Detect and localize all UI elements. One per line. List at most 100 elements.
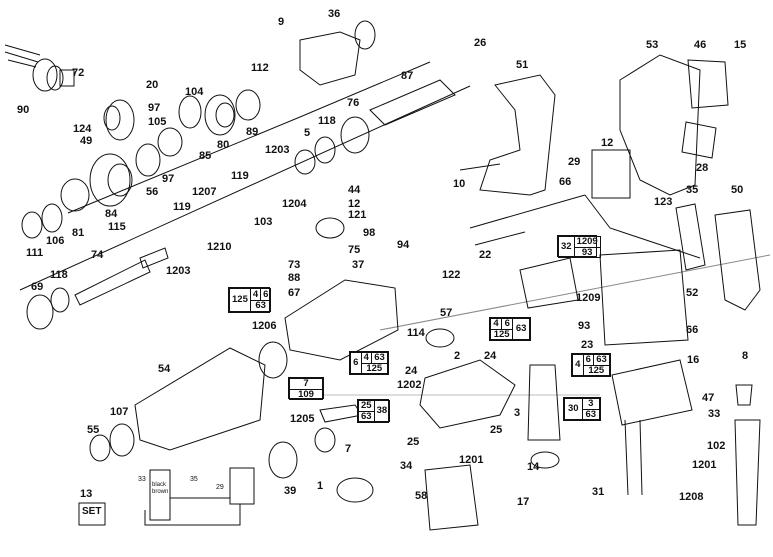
wiring-label-33: 33 <box>138 476 146 483</box>
part-56 <box>135 143 161 177</box>
callout-label: 112 <box>251 62 269 74</box>
callout-label: 2 <box>454 350 461 362</box>
part-47 <box>611 359 693 426</box>
wiring-label-29: 29 <box>216 484 224 491</box>
wiring-label-black-brown: black brown <box>152 482 169 495</box>
callout-label: 55 <box>87 424 100 436</box>
callout-label: 87 <box>401 70 414 82</box>
callout-label: 58 <box>415 490 428 502</box>
callout-label: 1202 <box>397 379 422 391</box>
callout-label: 123 <box>654 196 673 208</box>
part-55 <box>89 434 111 462</box>
callout-label: 36 <box>328 8 341 20</box>
callout-label: 124 <box>73 123 92 135</box>
callout-label: 72 <box>72 67 85 79</box>
callout-label: 47 <box>702 392 715 404</box>
callout-label: 119 <box>231 170 249 182</box>
part-51 <box>479 74 556 196</box>
callout-label: 7 <box>345 443 352 455</box>
callout-label: 51 <box>516 59 529 71</box>
part-54 <box>134 347 266 451</box>
callout-label: 33 <box>708 408 721 420</box>
part-104 <box>178 95 202 129</box>
callout-label: 119 <box>173 201 191 213</box>
part-1209 <box>519 257 579 309</box>
wiring-schematic <box>144 467 255 526</box>
callout-label: 57 <box>440 307 453 319</box>
part-101 <box>319 404 363 423</box>
callout-label: 10 <box>453 178 466 190</box>
callout-label: 28 <box>696 162 709 174</box>
callout-label: 17 <box>517 496 530 508</box>
part-3 <box>527 364 561 469</box>
part-50 <box>714 209 761 311</box>
callout-label: 66 <box>686 324 699 336</box>
callout-label: 1208 <box>679 491 704 503</box>
part-87 <box>369 79 456 126</box>
callout-label: 67 <box>288 287 301 299</box>
front-chisel-assembly <box>4 44 75 92</box>
screw-22 <box>474 231 526 246</box>
part-36 <box>299 20 376 86</box>
callout-label: 88 <box>288 272 301 284</box>
callout-label: 80 <box>217 139 230 151</box>
callout-label: 94 <box>397 239 410 251</box>
part-118-upper <box>314 136 336 164</box>
part-69 <box>26 294 54 330</box>
callout-label: 13 <box>80 488 93 500</box>
callout-label: 12 <box>348 198 361 210</box>
callout-label: 104 <box>185 86 204 98</box>
callout-label: 52 <box>686 287 699 299</box>
set-icon <box>78 502 106 526</box>
part-102 <box>314 427 336 453</box>
part-111 <box>21 211 43 239</box>
callout-label: 66 <box>559 176 572 188</box>
callout-label: 1206 <box>252 320 277 332</box>
callout-label: 114 <box>407 327 425 339</box>
part-58 <box>268 441 298 479</box>
callout-label: 22 <box>479 249 492 261</box>
part-39 <box>336 477 374 503</box>
section-line-upper <box>67 61 586 229</box>
part-31 <box>424 464 479 531</box>
callout-label: 15 <box>734 39 747 51</box>
part-57 <box>425 328 455 348</box>
part-53 <box>619 54 701 196</box>
callout-label: 25 <box>407 436 420 448</box>
section-line-middle <box>19 85 471 291</box>
callout-label: 1205 <box>290 413 315 425</box>
section-line-right <box>584 194 701 259</box>
callout-label: 115 <box>108 221 126 233</box>
part-84 <box>89 153 133 207</box>
part-29 <box>591 149 631 199</box>
wiring-label-35: 35 <box>190 476 198 483</box>
callout-label: 23 <box>581 339 594 351</box>
callout-label: 111 <box>26 247 44 259</box>
callout-label: 1201 <box>459 454 484 466</box>
callout-label: 56 <box>146 186 159 198</box>
callout-label: 50 <box>731 184 744 196</box>
callout-label: 49 <box>80 135 93 147</box>
part-35 <box>675 203 706 271</box>
screw-17 <box>624 419 643 496</box>
callout-label: 1203 <box>166 265 191 277</box>
callout-label: 81 <box>72 227 85 239</box>
callout-label: 102 <box>707 440 726 452</box>
callout-label: 118 <box>318 115 336 127</box>
callout-label: 84 <box>105 208 118 220</box>
set-label: SET <box>82 506 102 517</box>
callout-label: 107 <box>110 406 129 418</box>
callout-label: 24 <box>405 365 418 377</box>
callout-label: 74 <box>91 249 104 261</box>
callout-label: 118 <box>50 269 68 281</box>
callout-label: 29 <box>568 156 581 168</box>
part-46 <box>687 59 729 109</box>
callout-label: 8 <box>742 350 749 362</box>
